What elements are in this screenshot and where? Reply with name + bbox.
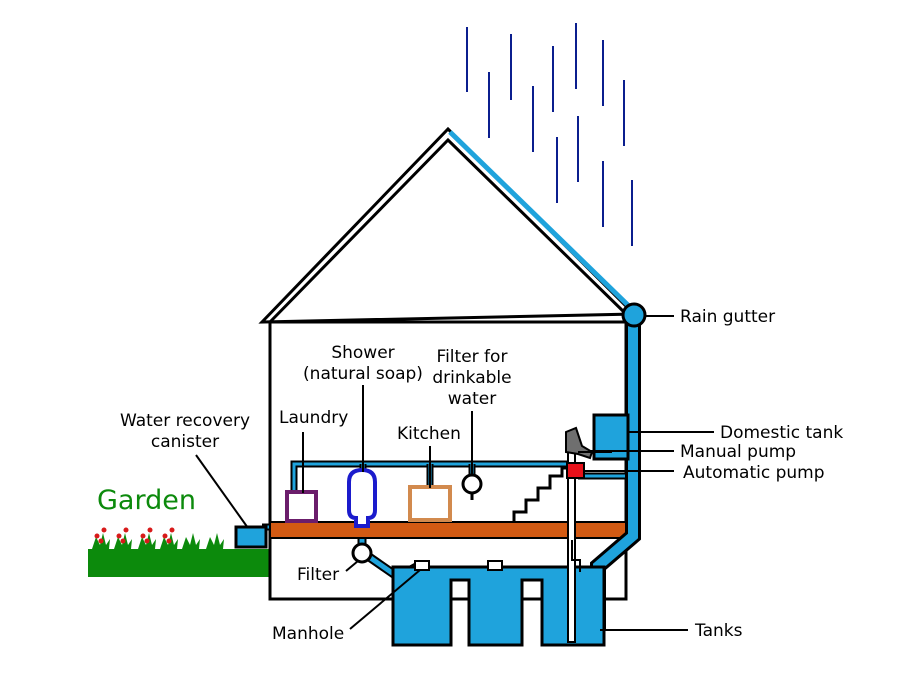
garden-label: Garden xyxy=(97,485,196,516)
rain xyxy=(466,23,633,246)
drinkable-filter-label-line1: Filter for xyxy=(437,347,508,367)
flower xyxy=(94,533,100,539)
drinkable-filter-label-line3: water xyxy=(448,389,496,409)
manual-pump xyxy=(565,426,594,460)
rain-gutter xyxy=(621,302,647,328)
tanks-label: Tanks xyxy=(694,621,743,641)
shower-basin xyxy=(347,467,377,528)
filter-label: Filter xyxy=(297,565,339,585)
filter xyxy=(351,542,373,564)
automatic-pump-label: Automatic pump xyxy=(683,463,825,483)
shower-label-line1: Shower xyxy=(331,343,394,363)
laundry-label: Laundry xyxy=(279,408,348,428)
garden-plants xyxy=(92,527,224,549)
leader-lines xyxy=(195,315,714,631)
flower xyxy=(101,527,107,533)
manhole-label: Manhole xyxy=(272,624,344,644)
water-recovery-label-line2: canister xyxy=(151,432,219,452)
laundry-machine xyxy=(285,490,318,523)
kitchen-label: Kitchen xyxy=(397,424,461,444)
flower xyxy=(166,538,172,544)
flower xyxy=(120,538,126,544)
automatic-pump xyxy=(566,462,585,479)
flower xyxy=(140,533,146,539)
manual-pump-label: Manual pump xyxy=(680,442,796,462)
flower xyxy=(116,533,122,539)
stairs xyxy=(512,466,574,522)
flower xyxy=(169,527,175,533)
grass-ground xyxy=(88,549,271,577)
plant xyxy=(206,533,224,549)
flower xyxy=(162,533,168,539)
manhole xyxy=(414,560,430,571)
flower xyxy=(147,527,153,533)
flower xyxy=(144,538,150,544)
flower xyxy=(98,538,104,544)
domestic-tank-label: Domestic tank xyxy=(720,423,843,443)
water-recovery-canister xyxy=(234,525,268,549)
water-recovery-label-line1: Water recovery xyxy=(120,411,250,431)
roof-gutter-slope xyxy=(448,130,635,312)
drinkable-water-filter xyxy=(461,473,483,495)
drinkable-filter-label-line2: drinkable xyxy=(432,368,511,388)
manhole xyxy=(487,560,503,571)
plant xyxy=(182,533,200,549)
flower xyxy=(123,527,129,533)
shower-label-line2: (natural soap) xyxy=(303,364,423,384)
kitchen-sink xyxy=(408,485,452,522)
roof-inner xyxy=(268,137,628,324)
underground-tanks xyxy=(391,565,606,647)
pump-pipe xyxy=(571,540,581,572)
rain-gutter-label: Rain gutter xyxy=(680,307,775,327)
